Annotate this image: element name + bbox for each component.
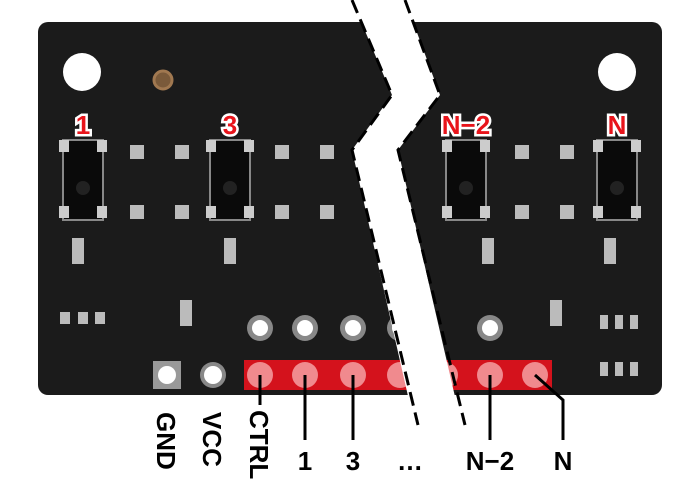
break-gap bbox=[352, 0, 465, 440]
sensor-n-2 bbox=[442, 139, 490, 221]
mount-hole-right bbox=[598, 53, 636, 91]
pin-label-1: 1 bbox=[298, 446, 312, 476]
pin-label-ellipsis: … bbox=[397, 446, 423, 476]
pin-label-vcc: VCC bbox=[197, 412, 227, 467]
mount-hole-left bbox=[63, 53, 101, 91]
pin-label-n-2: N−2 bbox=[466, 446, 514, 476]
sensor-n bbox=[593, 139, 641, 221]
sensor-label-3: 3 bbox=[223, 110, 237, 140]
pin-label-3: 3 bbox=[346, 446, 360, 476]
sensor-1 bbox=[59, 139, 107, 221]
sensor-label-n-2: N−2 bbox=[442, 110, 490, 140]
break-line-right bbox=[396, 0, 467, 426]
copper-via bbox=[152, 69, 174, 91]
pin-label-gnd: GND bbox=[151, 412, 181, 470]
sensor-3 bbox=[206, 139, 254, 221]
sensors bbox=[59, 139, 641, 376]
leader-lines bbox=[258, 373, 565, 440]
pcb-board bbox=[38, 22, 662, 395]
pin-label-ctrl: CTRL bbox=[244, 410, 274, 479]
break-line-left bbox=[350, 0, 420, 426]
sensor-label-1: 1 bbox=[76, 110, 90, 140]
sensor-label-n: N bbox=[608, 110, 627, 140]
pin-label-n: N bbox=[554, 446, 573, 476]
